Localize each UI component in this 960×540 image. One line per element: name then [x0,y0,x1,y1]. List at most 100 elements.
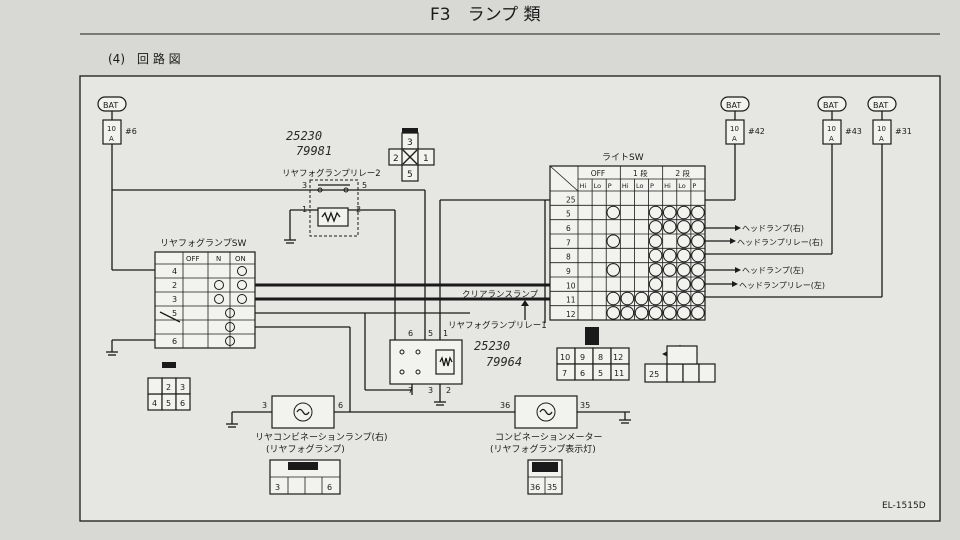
battery-terminal-3: BAT 10 A #43 [705,96,862,255]
svg-text:ヘッドランプ(左): ヘッドランプ(左) [742,265,804,275]
light-switch-position: P [692,182,696,190]
rear-combination-lamp: 3 6 リヤコンビネーションランプ(右) (リヤフォグランプ) [255,395,388,455]
contact-mark [648,263,663,277]
svg-text:3: 3 [262,401,267,410]
contact-mark [606,306,621,320]
light-switch-terminal: 7 [566,238,571,247]
meter-connector: 36 35 [527,459,563,495]
svg-text:8: 8 [598,353,603,362]
svg-text:(リヤフォグランプ表示灯): (リヤフォグランプ表示灯) [490,443,596,455]
contact-mark [677,306,691,320]
relay-connector: 10 9 8 12 7 6 5 11 [556,327,630,381]
battery-terminal-4: BAT 10 A #31 [705,96,912,298]
svg-text:12: 12 [613,353,623,362]
rear-lamp-connector: 3 6 [269,459,341,495]
svg-text:リヤコンビネーションランプ(右): リヤコンビネーションランプ(右) [255,431,388,443]
svg-text:3: 3 [275,483,280,492]
svg-text:BAT: BAT [726,101,741,110]
svg-text:A: A [109,135,114,143]
contact-mark [691,220,705,234]
light-switch-terminal: 11 [566,296,576,305]
handwritten-note: 79981 [296,144,332,158]
svg-text:2: 2 [446,386,451,395]
contact-mark [648,234,663,248]
svg-text:3: 3 [428,386,433,395]
contact-mark [620,291,635,306]
switch-connector: 2 3 4 5 6 [147,362,191,411]
svg-text:6: 6 [327,483,332,492]
page-title: F3 ランプ 類 [430,5,541,25]
handwritten-note: 25230 [474,339,510,353]
svg-text:ヘッドランプ(右): ヘッドランプ(右) [742,223,804,233]
svg-text:A: A [732,135,737,143]
contact-mark [677,291,691,306]
svg-text:5: 5 [598,369,603,378]
contact-mark [662,205,677,220]
svg-text:2: 2 [393,154,399,164]
svg-text:OFF: OFF [186,255,200,263]
light-switch-connector: 25 [644,345,716,383]
svg-text:BAT: BAT [103,101,118,110]
svg-text:6: 6 [180,399,185,408]
svg-text:35: 35 [547,483,557,492]
svg-text:5: 5 [166,399,171,408]
contact-mark [691,248,705,263]
svg-text:BAT: BAT [823,101,838,110]
contact-mark [662,220,677,234]
contact-mark [648,205,663,220]
svg-text:2: 2 [166,383,171,392]
contact-mark [662,291,677,306]
svg-text:(リヤフォグランプ): (リヤフォグランプ) [266,443,345,455]
light-switch-position: P [608,182,612,190]
light-switch-group-header: 1 段 [633,168,648,178]
svg-text:25: 25 [649,370,659,379]
svg-text:4: 4 [152,399,157,408]
handwritten-note: 25230 [286,129,322,143]
light-switch-position: Hi [622,182,629,190]
svg-text:6: 6 [408,329,413,338]
light-switch-position: Hi [664,182,671,190]
light-switch-position: Lo [636,182,644,190]
svg-text:10: 10 [877,125,886,133]
document-code: EL-1515D [882,501,926,511]
light-switch-terminal: 8 [566,253,571,262]
svg-text:1: 1 [423,154,429,164]
contact-mark [634,291,649,306]
contact-mark [677,263,691,277]
svg-text:10: 10 [827,125,836,133]
svg-text:6: 6 [172,337,177,346]
contact-mark [677,220,691,234]
contact-mark [677,248,691,263]
light-switch-terminal: 9 [566,267,571,276]
svg-text:6: 6 [338,401,343,410]
contact-mark [662,248,677,263]
svg-text:3: 3 [172,295,177,304]
svg-text:35: 35 [580,401,590,410]
light-switch-terminal: 6 [566,224,571,233]
svg-text:ヘッドランプリレー(左): ヘッドランプリレー(左) [739,280,825,290]
svg-text:#6: #6 [125,127,137,136]
light-switch-terminal: 12 [566,310,576,319]
light-switch-position: Lo [678,182,686,190]
combination-meter: 36 35 コンビネーションメーター (リヤフォグランプ表示灯) [490,395,603,455]
rear-fog-relay-2: リヤフォグランプリレー2 3 5 1 2 [282,168,396,340]
contact-mark [620,306,635,320]
section-heading: (4) 回 路 図 [108,51,181,66]
contact-mark [648,291,663,306]
contact-mark [606,263,621,277]
contact-mark [677,234,691,248]
svg-text:リヤフォグランプリレー1: リヤフォグランプリレー1 [448,320,547,331]
contact-mark [606,291,621,306]
contact-mark [634,306,649,320]
svg-text:11: 11 [614,369,624,378]
contact-mark [606,205,621,220]
svg-text:リヤフォグランプリレー2: リヤフォグランプリレー2 [282,168,381,179]
rear-fog-switch: リヤフォグランプSW OFF N ON 4 2 3 5 6 [106,237,256,356]
contact-mark [606,234,621,248]
contact-mark [691,263,705,277]
svg-text:A: A [879,135,884,143]
svg-text:A: A [829,135,834,143]
light-switch-position: Hi [580,182,587,190]
